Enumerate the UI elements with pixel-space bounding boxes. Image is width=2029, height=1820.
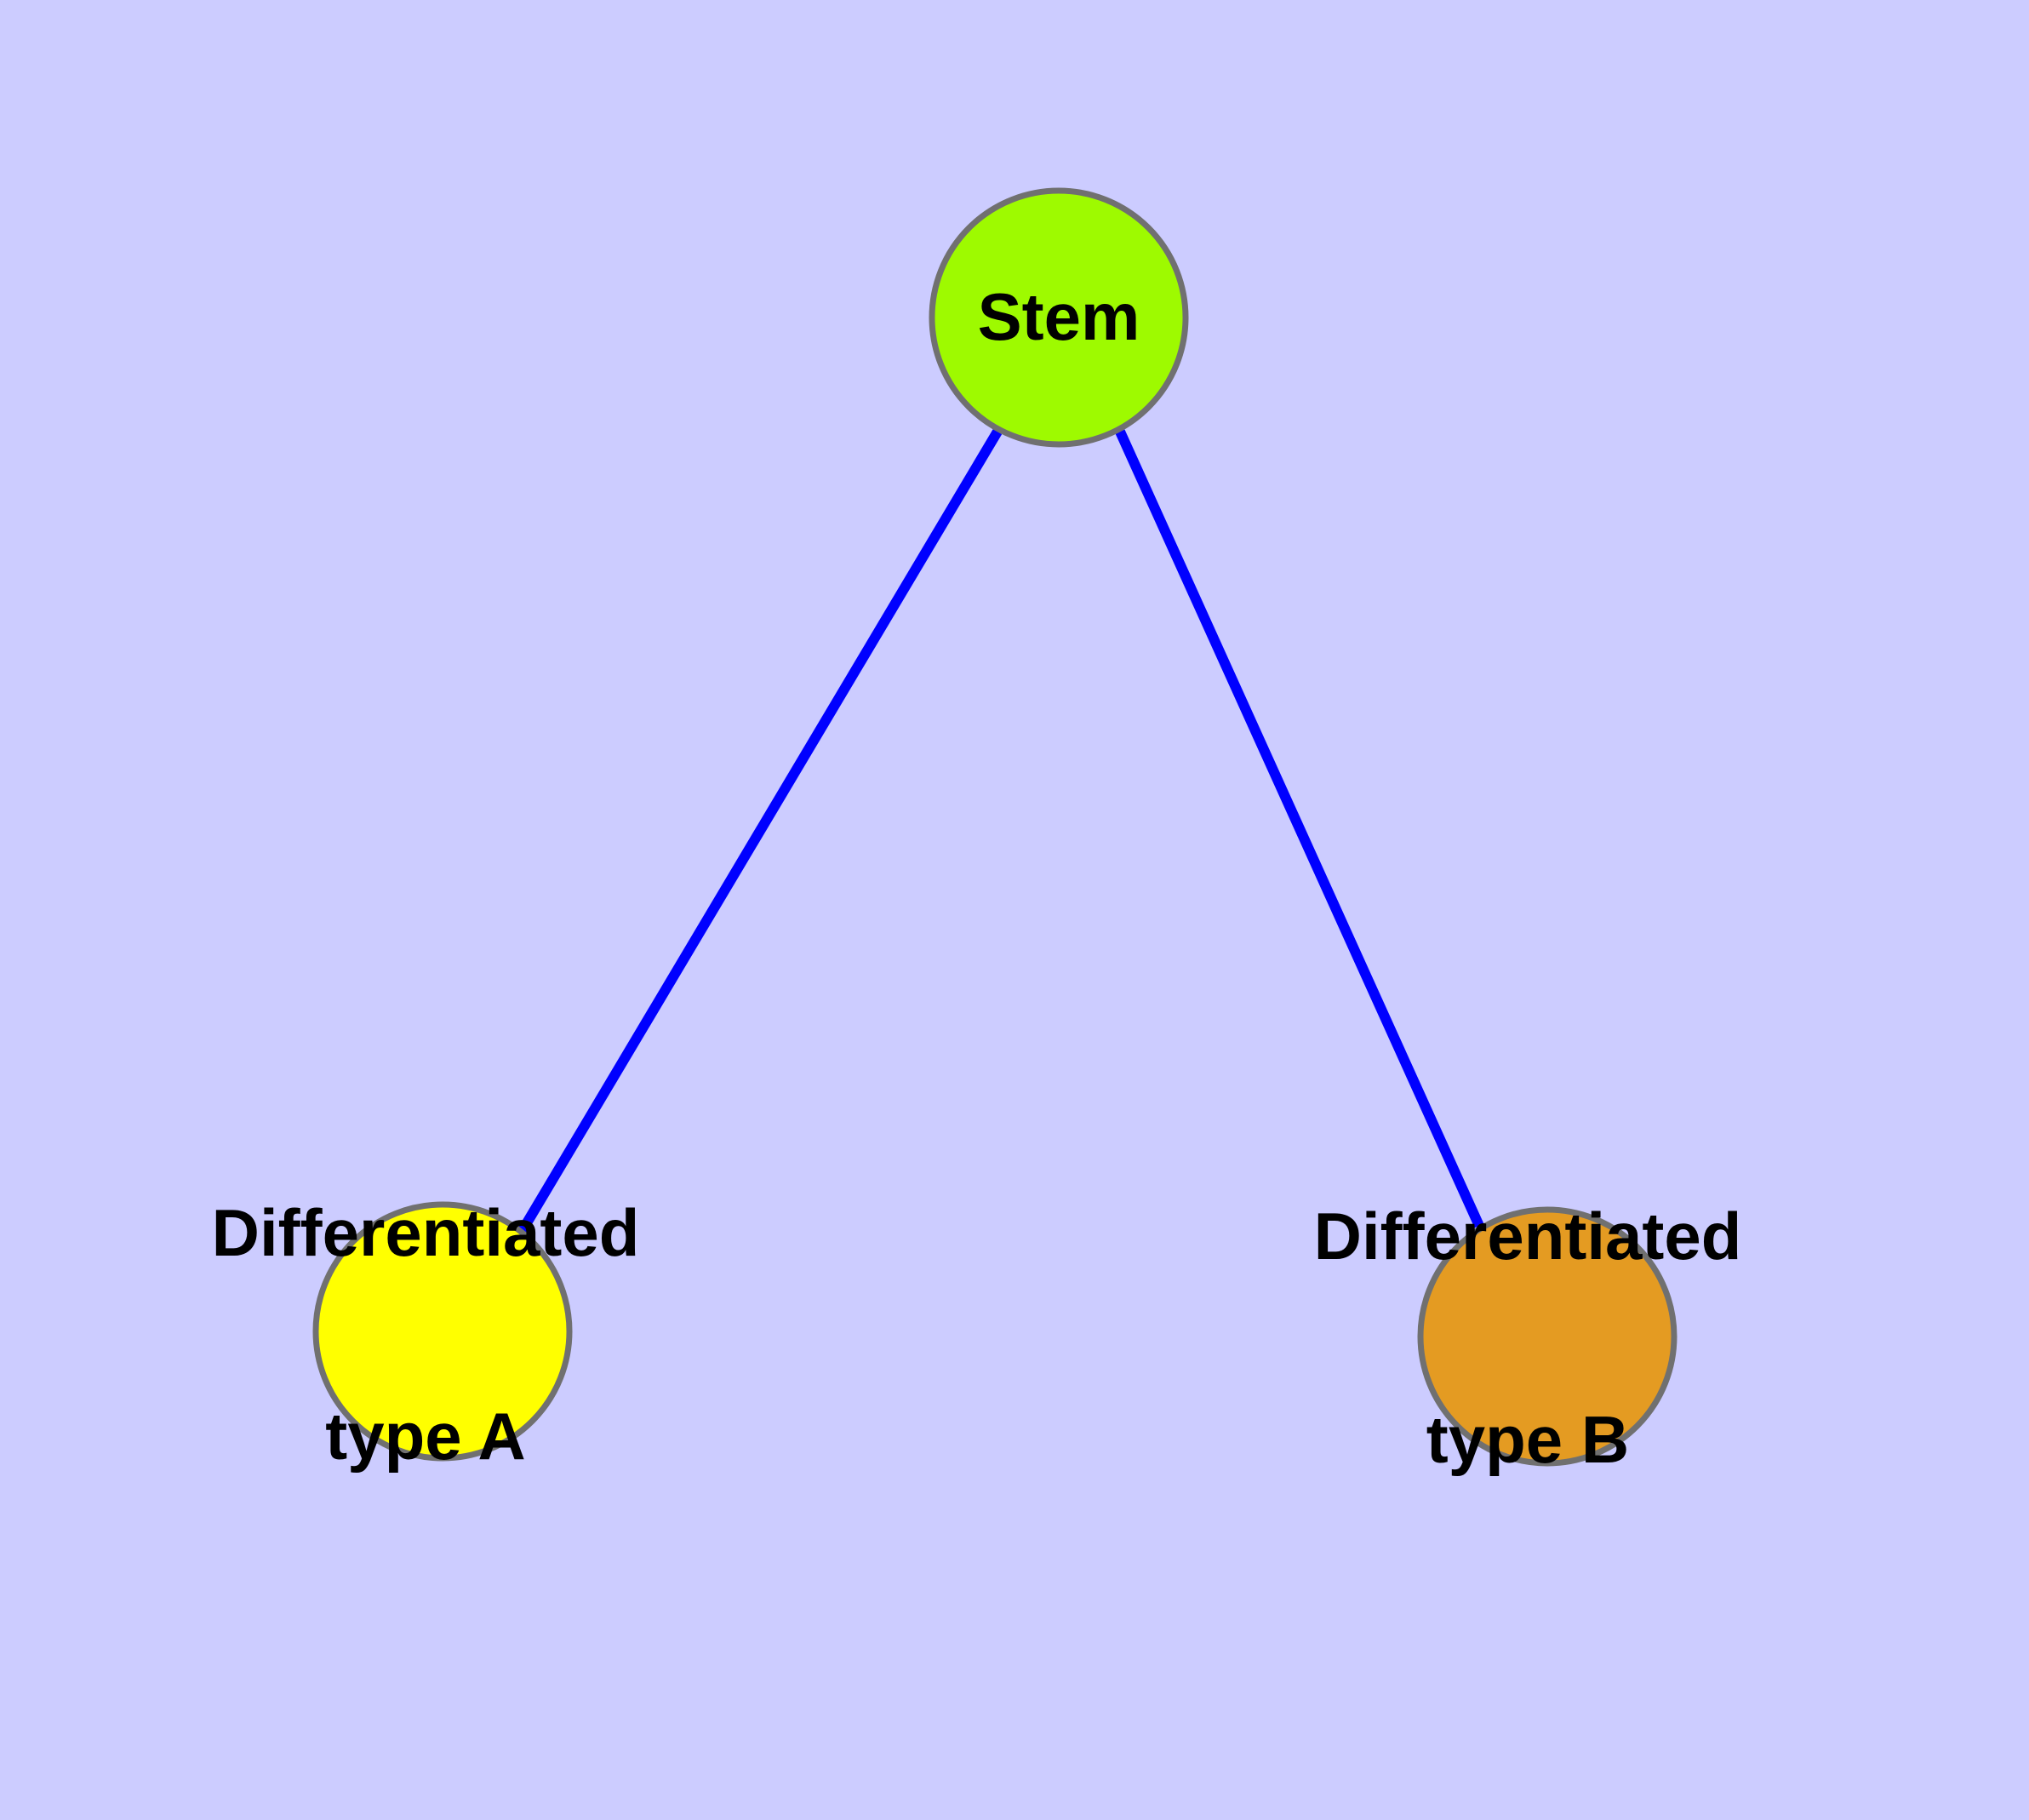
edge-layer [517,428,1484,1233]
node-stem-circle[interactable] [929,187,1189,448]
edge-stem-to-differentiated-type-a[interactable] [517,428,1003,1233]
node-differentiated-type-b-circle[interactable] [1417,1206,1677,1467]
edge-stem-to-differentiated-type-b[interactable] [1115,429,1484,1228]
node-layer [312,187,1677,1467]
node-differentiated-type-a-circle[interactable] [312,1201,573,1462]
